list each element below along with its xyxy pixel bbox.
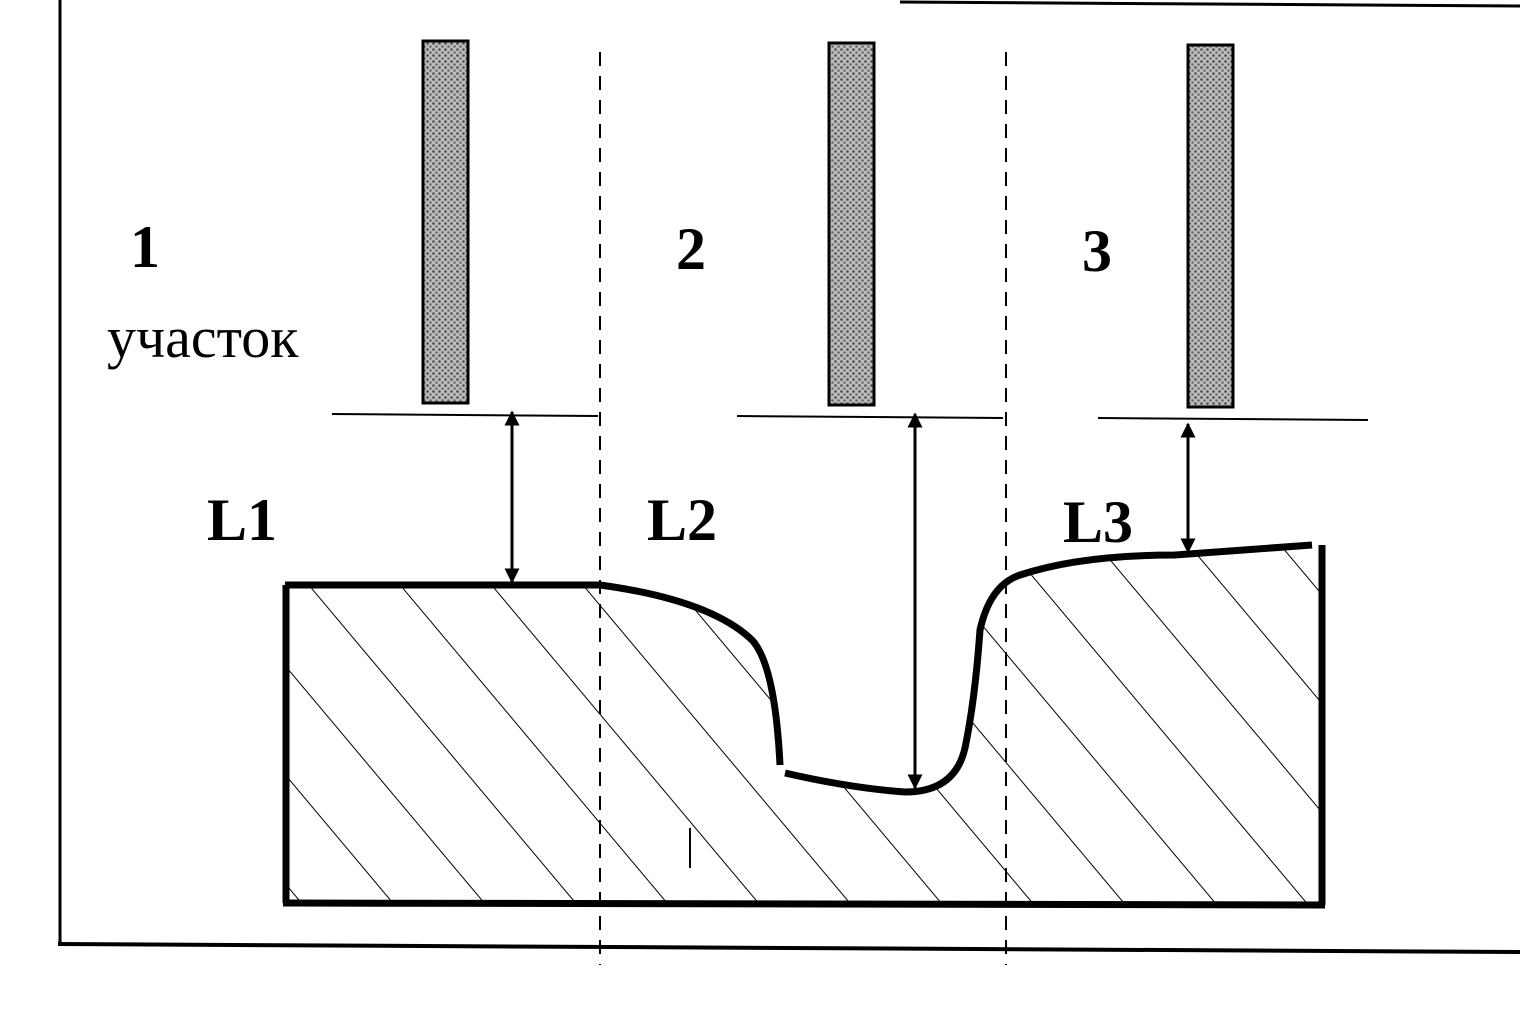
reference-line-2 xyxy=(736,415,1004,419)
electrode-bar-3 xyxy=(1186,43,1235,409)
electrode-bar-2 xyxy=(827,41,876,407)
section-word: участок xyxy=(107,305,299,370)
reference-line-1 xyxy=(331,413,599,417)
section-number-1: 1 xyxy=(130,214,160,280)
distance-label-L2: L2 xyxy=(647,487,717,553)
reference-line-3 xyxy=(1097,417,1369,421)
distance-label-L3: L3 xyxy=(1063,489,1133,555)
frame-bottom-edge xyxy=(57,942,1520,954)
section-number-2: 2 xyxy=(676,216,706,282)
frame-top-edge xyxy=(899,0,1520,8)
electrode-bar-1 xyxy=(421,39,470,405)
hatched-workpiece xyxy=(282,541,1326,909)
section-number-3: 3 xyxy=(1082,218,1112,284)
distance-label-L1: L1 xyxy=(207,487,277,553)
